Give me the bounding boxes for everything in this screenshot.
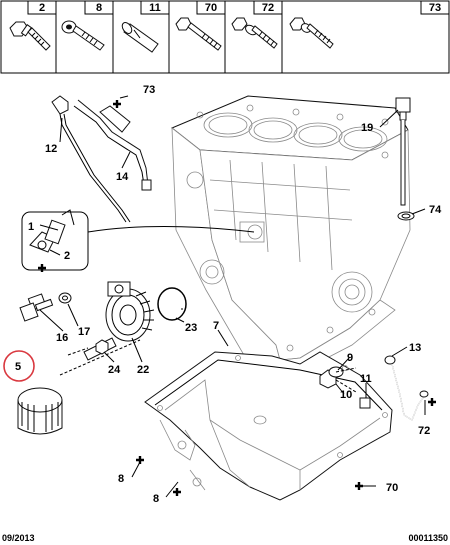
dipstick-assembly [51, 95, 152, 223]
cross-icon [428, 398, 436, 406]
socket-screw-icon [61, 20, 105, 51]
highlight-circle [3, 350, 35, 382]
footer: 09/2013 00011350 [2, 533, 448, 543]
oil-filter-housing-parts [19, 281, 187, 376]
callout-2: 2 [64, 250, 70, 262]
header-number-11: 11 [149, 2, 161, 14]
oil-return-tube [384, 355, 429, 421]
callout-9: 9 [347, 352, 353, 364]
header-number-2: 2 [39, 2, 45, 14]
cross-icon [136, 456, 144, 464]
stud-bolt-icon [231, 17, 278, 49]
oil-pressure-sensor [19, 293, 54, 322]
cross-icon [173, 488, 181, 496]
engine-block [171, 95, 411, 373]
callout-labels: 73 12 14 19 74 1 2 16 17 23 22 24 7 5 9 … [15, 84, 442, 505]
cross-icon [38, 264, 46, 272]
oil-filter [3, 350, 63, 435]
footer-date: 09/2013 [2, 533, 35, 543]
callout-7: 7 [213, 320, 219, 332]
oil-pan [144, 351, 393, 501]
hollow-stud [83, 337, 117, 361]
callout-16: 16 [56, 332, 68, 344]
callout-5: 5 [15, 361, 21, 373]
header-number-70: 70 [205, 2, 217, 14]
hex-bolt-icon [289, 17, 334, 49]
callout-8-lower: 8 [153, 493, 159, 505]
callout-1: 1 [28, 221, 34, 233]
callout-8-upper: 8 [118, 473, 124, 485]
callout-72: 72 [418, 425, 430, 437]
fastener-markers [38, 100, 436, 496]
callout-11: 11 [360, 373, 372, 385]
callout-19: 19 [361, 122, 373, 134]
callout-70: 70 [386, 482, 398, 494]
callout-12: 12 [45, 143, 57, 155]
callout-73-top: 73 [143, 84, 155, 96]
header-number-73: 73 [429, 2, 441, 14]
cross-icon [355, 482, 363, 490]
long-bolt-icon [175, 17, 222, 51]
callout-22: 22 [137, 364, 149, 376]
callout-14: 14 [116, 171, 129, 183]
sensor-bracket-inset [21, 209, 255, 271]
dowel-pin-icon [121, 22, 159, 53]
flange-bolt-icon [9, 21, 51, 51]
leader-lines [39, 95, 426, 498]
header-number-72: 72 [262, 2, 274, 14]
footer-doc-number: 00011350 [408, 533, 448, 543]
callout-13: 13 [409, 342, 421, 354]
oil-level-sensor [395, 97, 415, 221]
callout-24: 24 [108, 364, 121, 376]
callout-74: 74 [429, 204, 442, 216]
drain-plug-parts [319, 366, 371, 409]
header-number-8: 8 [96, 2, 102, 14]
callout-23: 23 [185, 322, 197, 334]
callout-17: 17 [78, 326, 90, 338]
callout-10: 10 [340, 389, 352, 401]
oil-cooler [105, 281, 155, 342]
parts-header-strip: 2 8 11 70 72 73 [0, 0, 450, 74]
cross-icon [113, 100, 121, 108]
